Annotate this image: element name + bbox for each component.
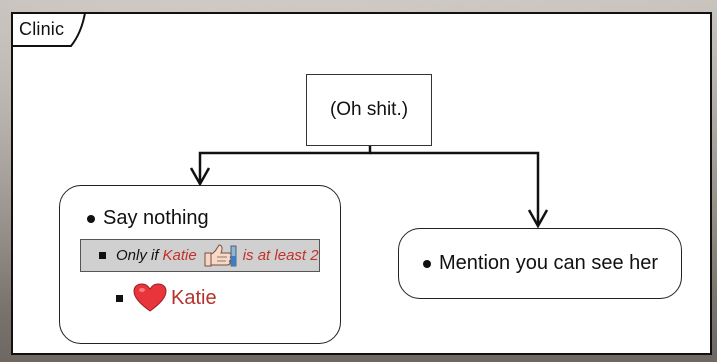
location-label: Clinic	[19, 19, 65, 39]
square-bullet	[116, 294, 123, 302]
choice-say-nothing[interactable]: Say nothing Only if Katie is at least 2 …	[59, 185, 341, 344]
condition-requirement: Only if Katie is at least 2	[80, 239, 320, 272]
bullet-dot	[423, 259, 431, 268]
effect-line: Katie	[116, 283, 217, 313]
condition-prefix: Only if	[116, 247, 159, 264]
thumbs-up-icon	[204, 243, 237, 266]
thought-text: (Oh shit.)	[329, 99, 409, 120]
square-bullet	[99, 252, 106, 259]
bullet-dot	[87, 214, 95, 223]
location-tab: Clinic	[11, 12, 87, 47]
condition-suffix: is at least 2	[242, 247, 319, 264]
choice-label: Say nothing	[103, 207, 209, 229]
effect-character: Katie	[171, 286, 217, 309]
choice-mention-you-can-see-her[interactable]: Mention you can see her	[398, 228, 682, 299]
choice-label-line: Mention you can see her	[423, 252, 658, 275]
choice-label: Mention you can see her	[439, 252, 659, 274]
tab-shape	[11, 12, 87, 47]
choice-label-line: Say nothing	[87, 207, 209, 230]
heart-icon	[133, 283, 167, 312]
thought-node: (Oh shit.)	[306, 74, 432, 146]
condition-character: Katie	[162, 247, 197, 264]
